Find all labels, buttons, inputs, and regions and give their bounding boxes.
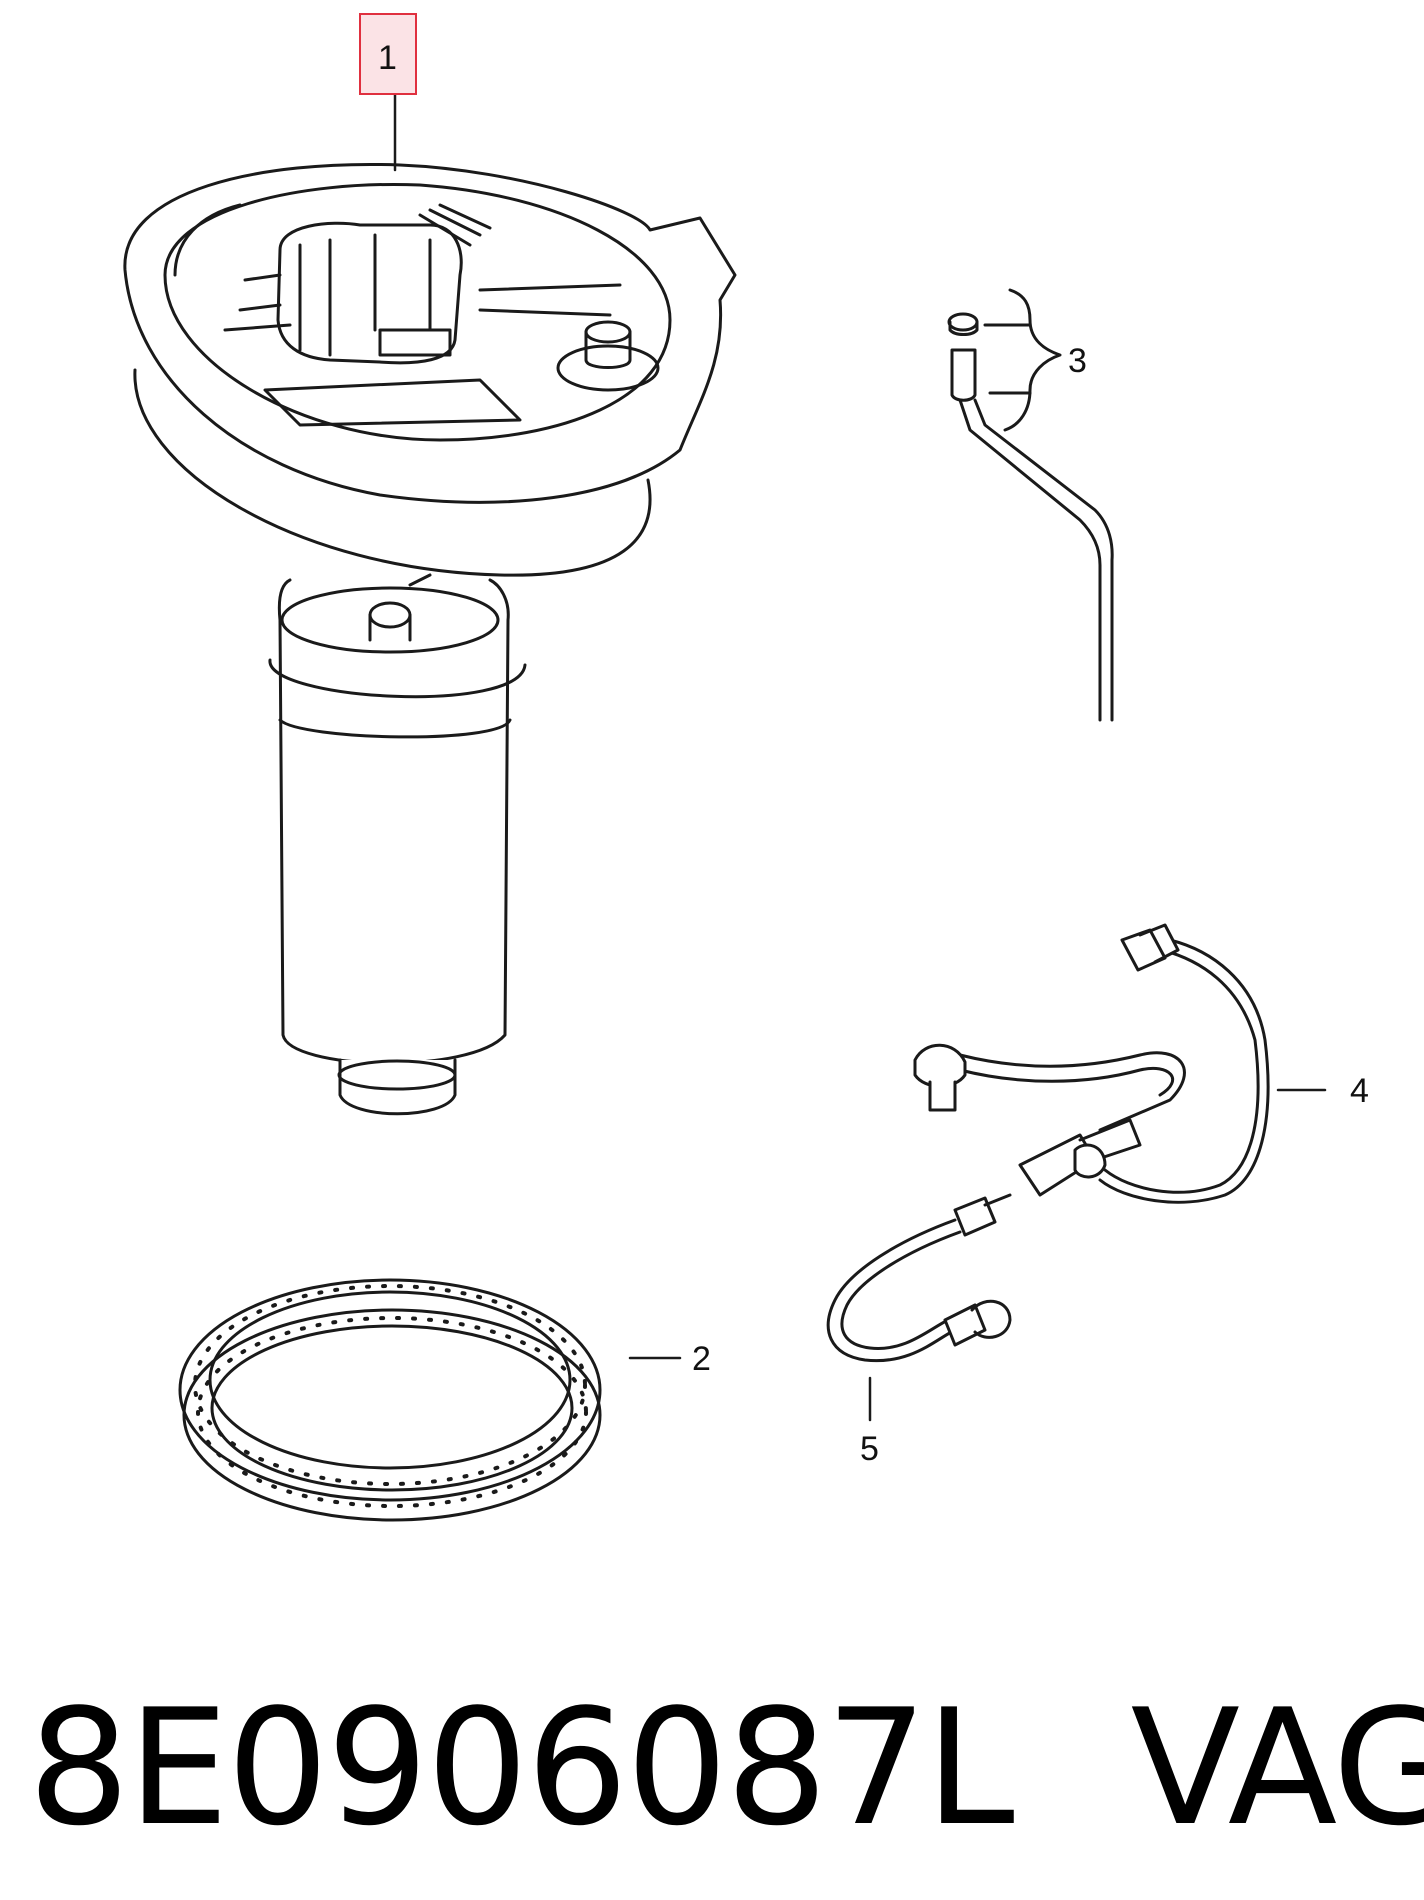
sealing-ring: [178, 1278, 602, 1522]
brand-name: VAG: [1130, 1674, 1424, 1861]
callout-2: 2: [692, 1340, 711, 1378]
part-number-caption: 8E0906087L VAG: [28, 1668, 1424, 1888]
outlet-nipple: [584, 320, 632, 344]
fitting-bottom: [943, 1299, 1012, 1347]
hose-clamp: [947, 312, 979, 332]
callout-1-highlight: [359, 13, 417, 95]
fitting-left-elbow: [913, 1043, 967, 1088]
electrical-connector: [276, 221, 463, 365]
part-number: 8E0906087L: [28, 1674, 1015, 1861]
fitting-top-right: [1120, 923, 1180, 972]
hose-assembly-5: [826, 1193, 1012, 1363]
flange-skirt: [133, 368, 652, 577]
pump-inlet: [338, 1058, 457, 1116]
callout-1: 1: [378, 39, 397, 77]
callout-5: 5: [860, 1430, 879, 1468]
hose-fitting: [950, 348, 977, 402]
flange-rim-inner: [163, 182, 672, 442]
hose-line: [958, 398, 1114, 722]
flange-wire: [173, 203, 242, 277]
hose-assembly-4: [913, 923, 1270, 1204]
hose-upper-branch: [958, 1051, 1186, 1132]
fuel-pump-assembly: [123, 163, 737, 1116]
leader-lines: [393, 93, 1327, 1422]
fuel-hose-assembly: [947, 288, 1114, 722]
fitting-mid: [953, 1193, 1012, 1237]
callout-3: 3: [1068, 342, 1087, 380]
callout-4: 4: [1350, 1072, 1369, 1110]
